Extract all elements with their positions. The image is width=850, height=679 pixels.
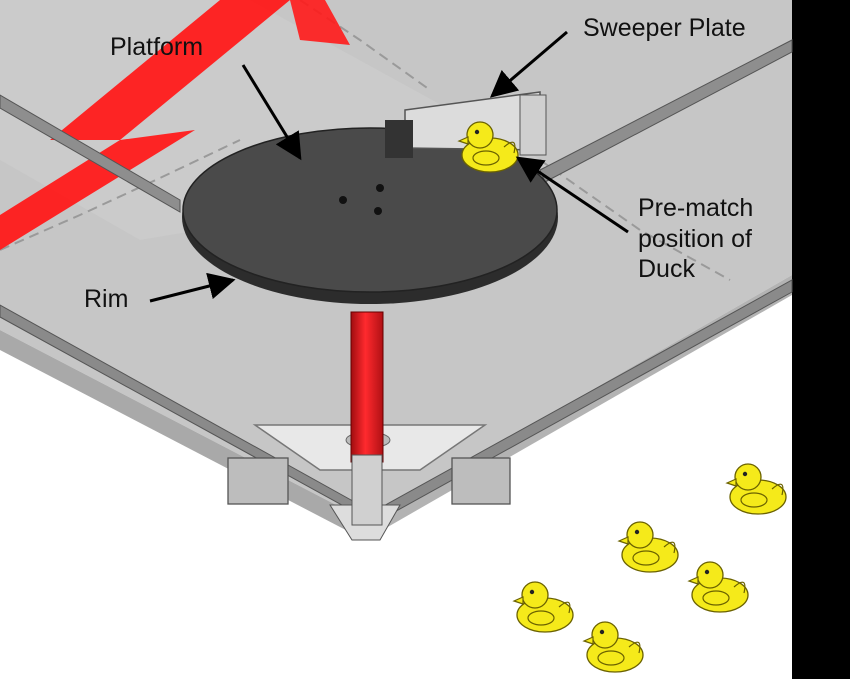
arrow-icon	[241, 64, 302, 161]
label-rim: Rim	[84, 285, 129, 313]
label-platform: Platform	[110, 33, 204, 61]
label-line: Duck	[638, 255, 695, 283]
corner-bracket	[227, 457, 289, 505]
label-sweeper-plate: Sweeper Plate	[583, 14, 746, 42]
red-tape	[50, 0, 290, 140]
arrow-icon	[149, 272, 236, 303]
arrow-icon	[489, 30, 568, 98]
label-line: Pre-match	[638, 194, 754, 222]
pole	[350, 311, 384, 463]
label-line: position of	[638, 224, 752, 253]
arrow-icon	[515, 156, 629, 234]
platform	[182, 127, 558, 293]
rail	[0, 94, 181, 213]
label-prematch-position: Pre-match position of Duck	[638, 193, 753, 285]
